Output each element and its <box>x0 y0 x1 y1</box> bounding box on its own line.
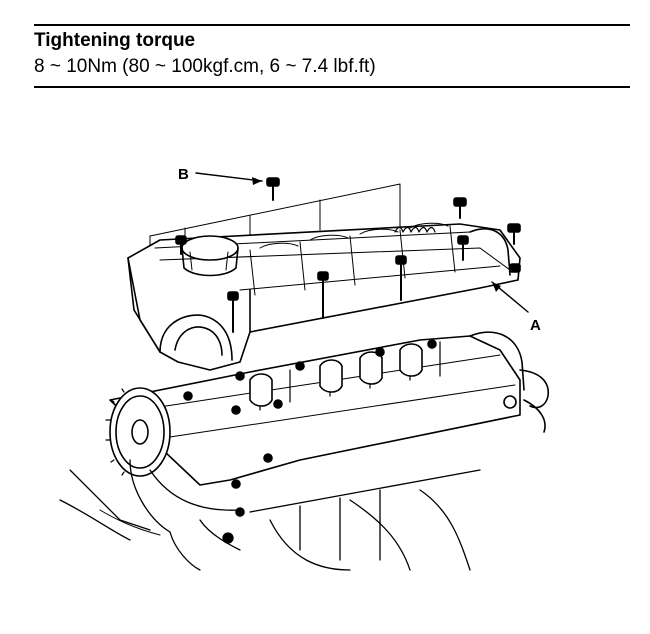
cylinder-head-cover-illustration: B A <box>59 166 549 571</box>
bottom-rule <box>34 86 630 88</box>
cover-bolts <box>175 177 521 333</box>
callout-a-leader <box>491 281 529 313</box>
cylinder-head <box>109 331 549 517</box>
callout-b-leader <box>195 172 263 185</box>
callout-b-label: B <box>178 166 189 183</box>
spec-value: 8 ~ 10Nm (80 ~ 100kgf.cm, 6 ~ 7.4 lbf.ft… <box>34 56 376 77</box>
cam-sprocket <box>105 387 171 477</box>
torque-spec-box: Tightening torque 8 ~ 10Nm (80 ~ 100kgf.… <box>34 24 630 88</box>
intake-manifold <box>59 459 481 571</box>
spec-title: Tightening torque <box>34 30 196 51</box>
callout-a-label: A <box>530 317 541 334</box>
top-rule <box>34 24 630 26</box>
